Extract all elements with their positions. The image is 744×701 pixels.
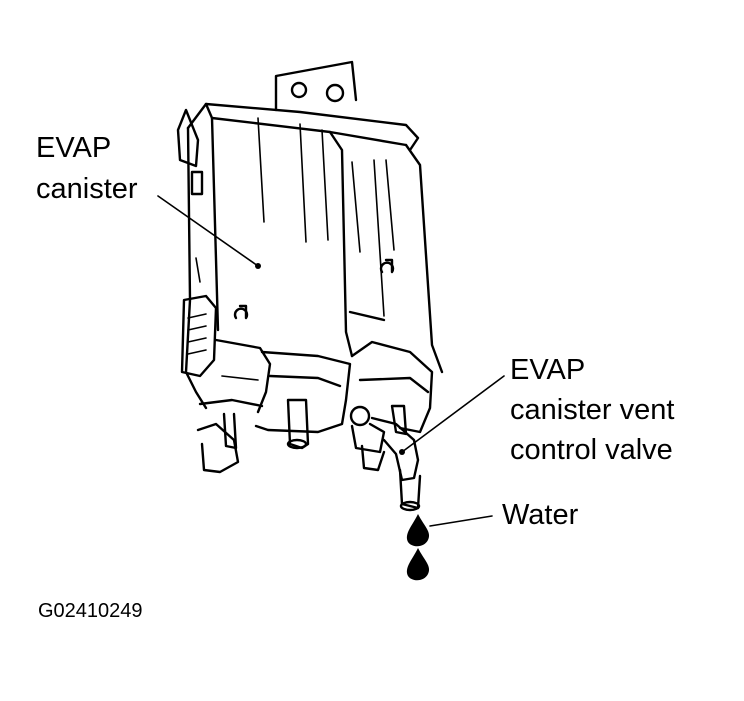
water-drop-icon	[406, 548, 430, 581]
canister-label-line1: EVAP	[36, 132, 112, 164]
canister-nozzles	[196, 398, 310, 474]
valve-label-line2: canister vent	[510, 394, 675, 426]
water-drops	[406, 514, 430, 581]
mounting-bracket	[274, 60, 358, 112]
valve-label-line1: EVAP	[510, 354, 586, 386]
canister-body	[176, 102, 444, 410]
valve-label-line3: control valve	[510, 434, 673, 466]
bottom-chambers	[198, 338, 434, 434]
valve-pointer-dot	[399, 449, 405, 455]
figure-id: G02410249	[38, 600, 143, 622]
water-drop-icon	[406, 514, 430, 547]
canister-label-line2: canister	[36, 173, 138, 205]
canister-pointer-dot	[255, 263, 261, 269]
vent-control-valve	[349, 404, 422, 512]
leader-lines	[157, 195, 505, 527]
water-label: Water	[502, 499, 579, 531]
